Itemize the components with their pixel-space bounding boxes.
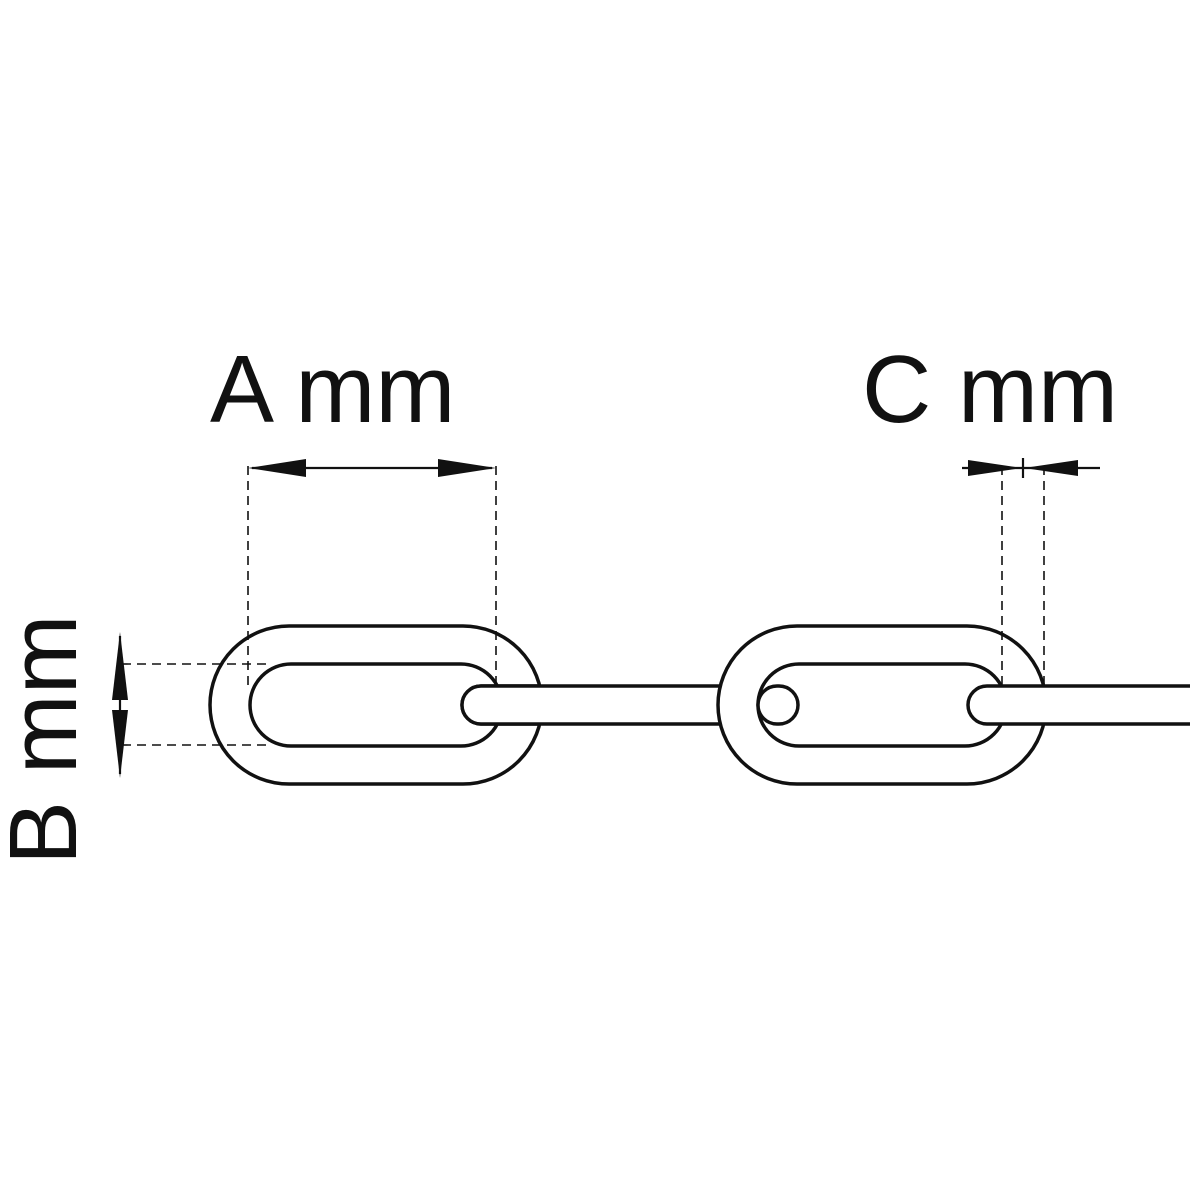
- chain-link-side-1-end: [460, 684, 540, 726]
- dimension-c-extension-lines: [1001, 466, 1045, 690]
- dimension-b-arrow: [112, 632, 128, 778]
- dimension-label-a: A mm: [210, 336, 455, 443]
- dimension-c-arrow: [962, 458, 1100, 478]
- dimension-a-extension-lines: [247, 466, 497, 690]
- dimension-label-c: C mm: [862, 336, 1118, 443]
- chain-link-side-2: [966, 684, 1190, 726]
- dimension-label-b: B mm: [0, 614, 97, 865]
- dimension-b-extension-lines: [122, 663, 272, 746]
- dimension-a-arrow: [248, 459, 496, 477]
